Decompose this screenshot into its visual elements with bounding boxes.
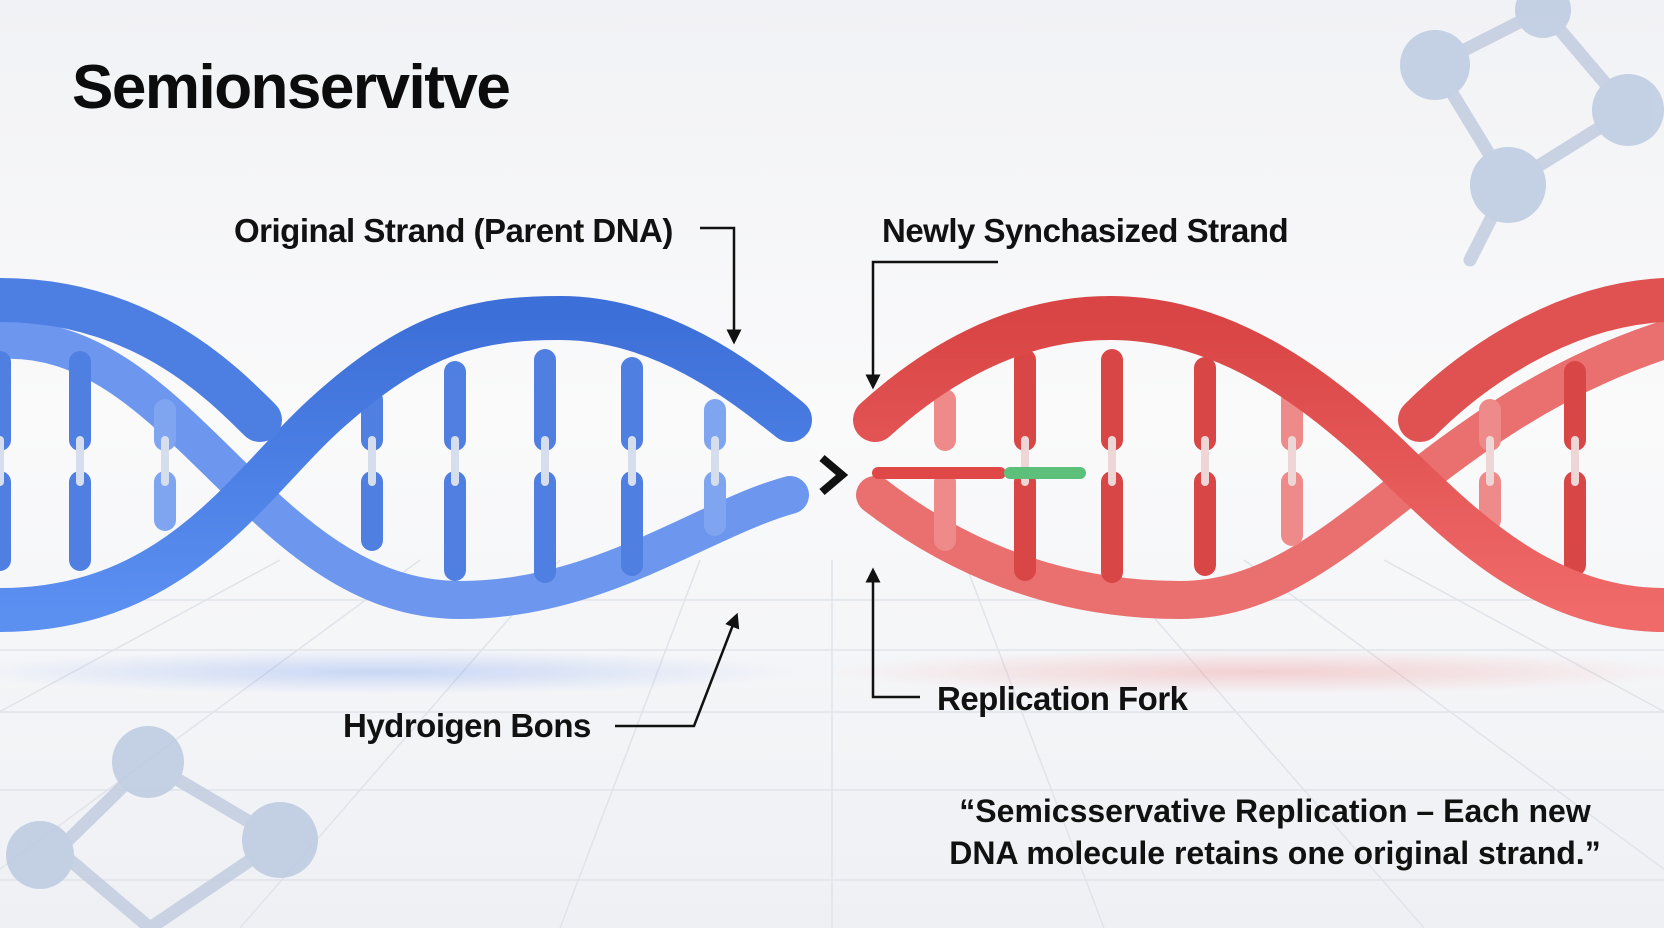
molecule-icon [1400, 0, 1664, 267]
arrow-icon [865, 567, 920, 699]
new-base-rungs [934, 349, 1586, 583]
label-original-strand: Original Strand (Parent DNA) [234, 212, 673, 249]
label-hydrogen-bonds: Hydroigen Bons [343, 707, 591, 744]
molecule-icon [6, 726, 318, 928]
arrow-icon [700, 226, 742, 345]
caption: “Semicsservative Replication – Each new … [930, 790, 1620, 874]
parent-back-strand [0, 320, 809, 620]
arrow-icon [865, 260, 998, 390]
label-new-strand: Newly Synchasized Strand [882, 212, 1289, 249]
label-replication-fork: Replication Fork [937, 680, 1188, 717]
page-title: Semionservitve [72, 53, 511, 122]
red-helix-shadow [830, 650, 1664, 694]
hydrogen-bond-rungs [0, 349, 726, 583]
parent-dna-helix [0, 278, 812, 632]
floor-grid [0, 559, 1664, 928]
caption-line-2: DNA molecule retains one original strand… [949, 835, 1601, 871]
arrow-icon [615, 612, 740, 728]
parent-front-strand [0, 295, 812, 632]
new-dna-helix [853, 278, 1664, 632]
new-front-strand [853, 295, 1664, 632]
leader-arrows [615, 226, 998, 728]
fork-chevron-icon [819, 454, 849, 496]
blue-helix-shadow [0, 650, 800, 694]
caption-line-1: “Semicsservative Replication – Each new [959, 793, 1591, 829]
